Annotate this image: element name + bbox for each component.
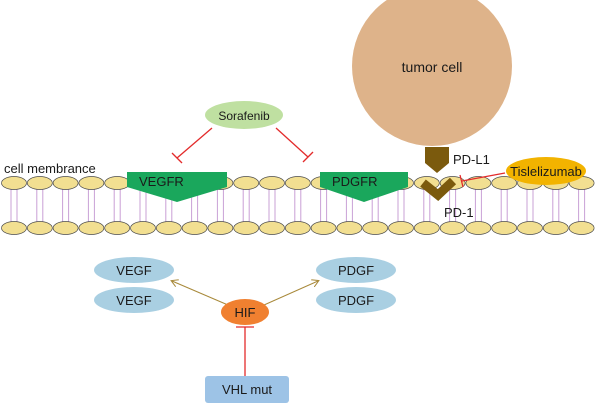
- lipid-head: [388, 221, 414, 235]
- vegfr-receptor: [127, 172, 227, 202]
- lipid-head: [78, 221, 105, 235]
- hif-node: [221, 299, 269, 325]
- lipid-head: [259, 176, 285, 190]
- lipid-head: [465, 221, 492, 235]
- pdgf-label-1: PDGF: [338, 263, 374, 278]
- pd-1-protein: [420, 177, 457, 201]
- pdgfr-receptor: [320, 172, 408, 202]
- sorafenib-label: Sorafenib: [218, 109, 270, 123]
- tislelizumab-node: [506, 157, 586, 185]
- pdgf-node-2: [316, 287, 396, 313]
- lipid-head: [413, 221, 440, 235]
- sorafenib-vegfr-inhibit-bar: [171, 152, 183, 164]
- tumor-cell: [352, 0, 512, 146]
- lipid-head: [52, 221, 79, 235]
- lipid-head: [181, 221, 208, 235]
- hif-to-vegf-arrow: [172, 281, 229, 306]
- sorafenib-pdgfr-inhibit-line: [275, 127, 309, 158]
- lipid-head: [491, 221, 518, 235]
- lipid-head: [310, 221, 337, 235]
- lipid-head: [284, 176, 311, 190]
- vegf-label-2: VEGF: [116, 293, 151, 308]
- lipid-head: [542, 221, 569, 235]
- lipid-head: [491, 176, 518, 190]
- lipid-head: [78, 176, 105, 190]
- vegf-node-2: [94, 287, 174, 313]
- cell-membrane: [1, 176, 595, 235]
- lipid-head: [1, 221, 27, 235]
- lipid-head: [362, 221, 389, 235]
- vhl-mut-box: [205, 376, 289, 403]
- lipid-tails: [10, 189, 586, 222]
- lipid-head: [284, 221, 311, 235]
- tumor-cell-label: tumor cell: [402, 59, 463, 75]
- hif-label: HIF: [235, 305, 256, 320]
- pdgf-node-1: [316, 257, 396, 283]
- sorafenib-pdgfr-inhibit-bar: [302, 151, 314, 163]
- vegf-label-1: VEGF: [116, 263, 151, 278]
- lipid-head: [207, 221, 234, 235]
- lipid-head: [26, 176, 53, 190]
- vhl-mut-label: VHL mut: [222, 382, 272, 397]
- lipid-head: [517, 221, 543, 235]
- lipid-heads: [1, 176, 595, 235]
- pd-l1-label: PD-L1: [453, 152, 490, 167]
- vegf-node-1: [94, 257, 174, 283]
- lipid-head: [336, 221, 363, 235]
- lipid-head: [52, 176, 79, 190]
- lipid-head: [1, 176, 27, 190]
- lipid-head: [259, 221, 285, 235]
- sorafenib-vegfr-inhibit-line: [176, 127, 213, 159]
- lipid-head: [130, 221, 156, 235]
- lipid-head: [439, 221, 466, 235]
- lipid-head: [568, 221, 595, 235]
- tislelizumab-inhibit-line: [461, 172, 506, 182]
- lipid-head: [26, 221, 53, 235]
- cell-membrane-label: cell membrance: [4, 161, 96, 176]
- pdgfr-label: PDGFR: [332, 174, 378, 189]
- pd-l1-protein: [425, 147, 449, 173]
- tislelizumab-inhibit-bar: [459, 174, 464, 188]
- vegfr-label: VEGFR: [139, 174, 184, 189]
- hif-to-pdgf-arrow: [263, 281, 318, 306]
- lipid-head: [104, 176, 131, 190]
- sorafenib-node: [205, 101, 283, 129]
- tislelizumab-label: Tislelizumab: [510, 164, 582, 179]
- lipid-head: [155, 221, 182, 235]
- lipid-head: [233, 221, 260, 235]
- pd-1-label: PD-1: [444, 205, 474, 220]
- lipid-head: [104, 221, 131, 235]
- pdgf-label-2: PDGF: [338, 293, 374, 308]
- lipid-head: [233, 176, 260, 190]
